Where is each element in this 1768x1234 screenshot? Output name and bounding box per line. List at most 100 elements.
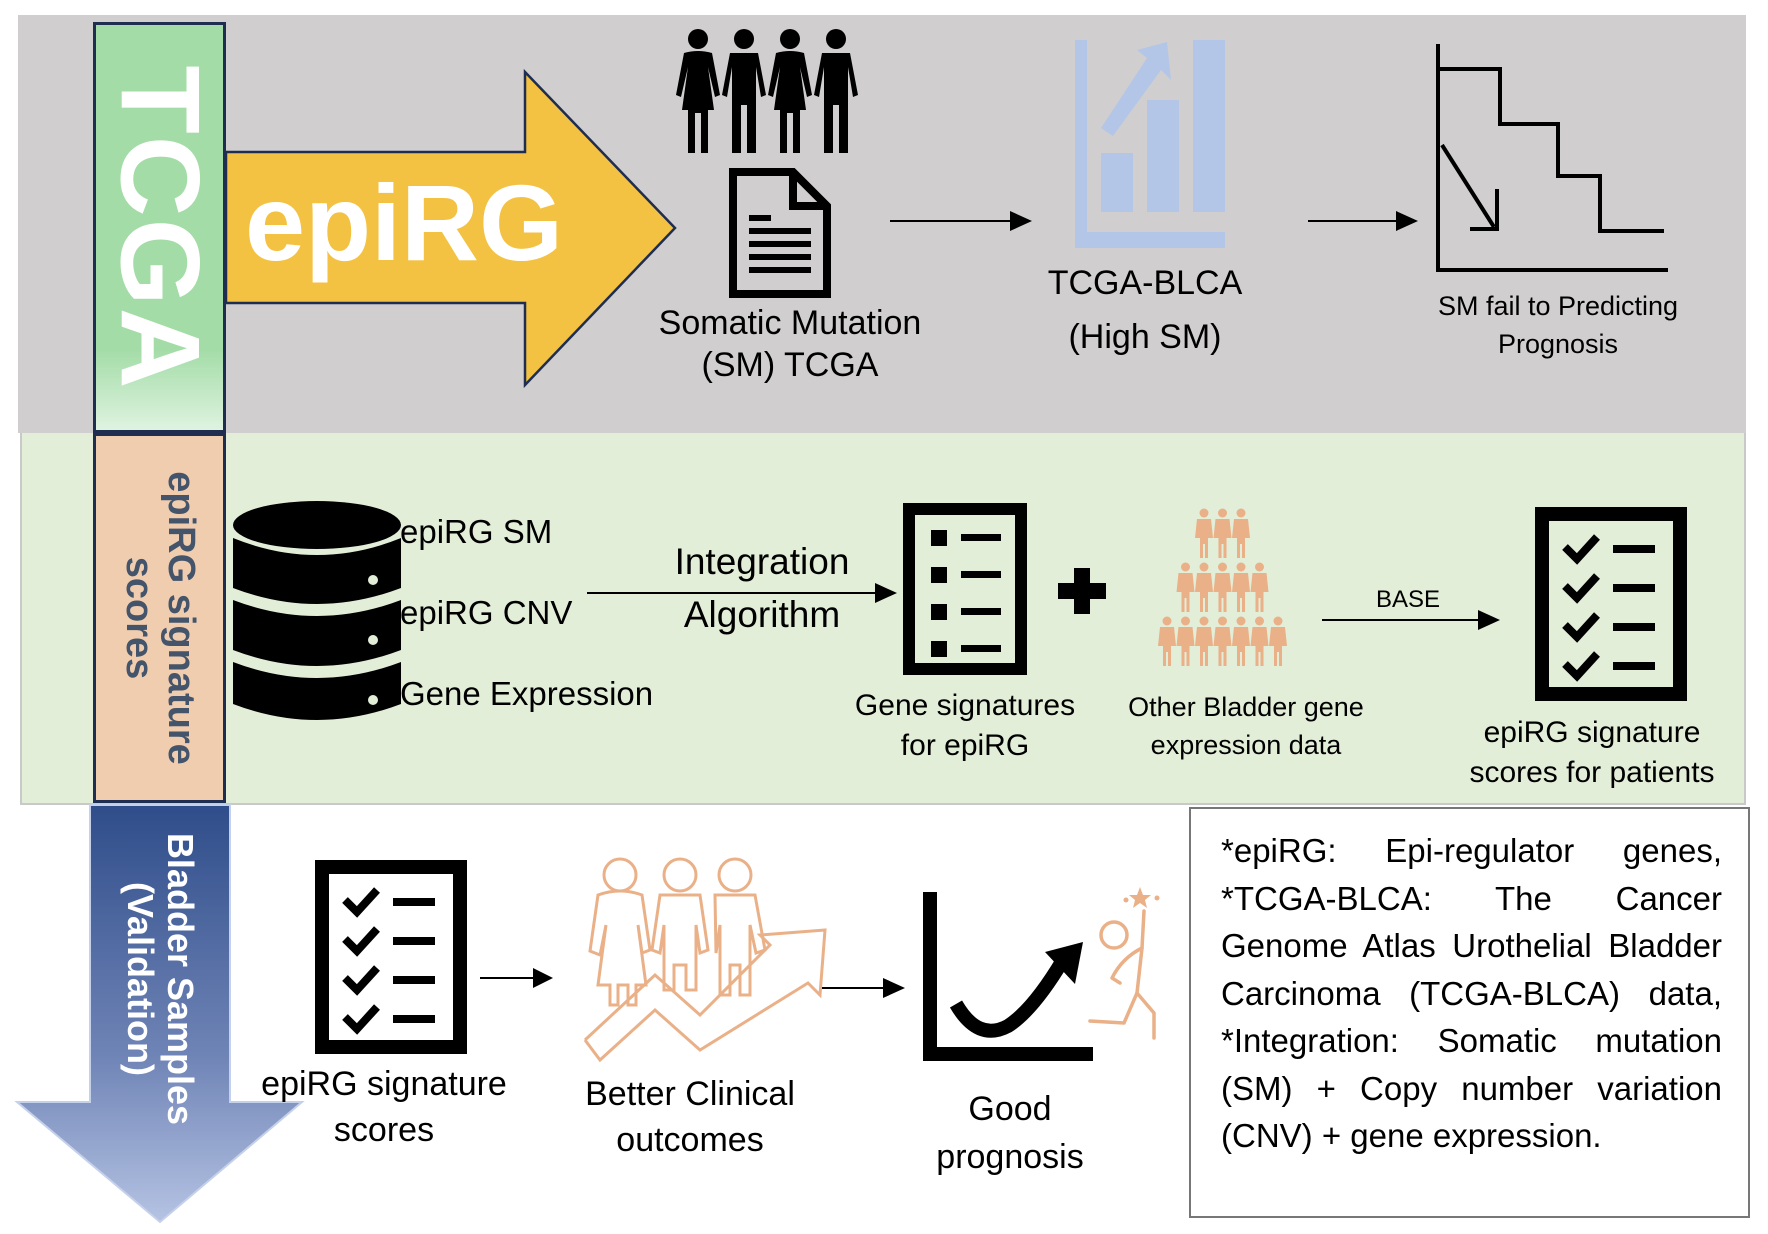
- checklist-line: [1613, 623, 1655, 631]
- tcga-blca-line-2: (High SM): [1068, 318, 1222, 356]
- check-mark-icon: [342, 965, 380, 996]
- survival-curve-icon: [1436, 44, 1668, 272]
- person-icon: [1158, 616, 1176, 666]
- other-bladder-line-2: expression data: [1150, 730, 1342, 760]
- database-item-gene-expression: Gene Expression: [400, 675, 654, 712]
- check-mark-icon: [1562, 612, 1600, 643]
- checklist-frame: [315, 860, 467, 1054]
- better-outcomes-line-2: outcomes: [616, 1121, 764, 1159]
- person-icon: [1213, 508, 1232, 558]
- gene-signatures-line-2: for epiRG: [900, 729, 1030, 762]
- population-pyramid-icon: [1158, 508, 1287, 666]
- arrow-right-icon: [480, 968, 553, 988]
- algorithm-label: Algorithm: [683, 594, 841, 635]
- validation-label-line-2: (Validation): [120, 881, 161, 1076]
- checklist-line: [1613, 662, 1655, 670]
- person-icon: [1195, 562, 1213, 612]
- person-icon: [1213, 616, 1232, 666]
- tcga-label: TCGA: [97, 64, 222, 391]
- check-mark-icon: [1562, 534, 1600, 565]
- person-icon: [1195, 616, 1213, 666]
- person-icon: [1213, 562, 1232, 612]
- person-icon: [1176, 562, 1195, 612]
- people-icon: [676, 29, 858, 153]
- epirg-signature-scores-label: epiRG signature scores: [118, 471, 202, 765]
- better-outcomes-line-1: Better Clinical: [585, 1075, 795, 1113]
- scores-label-line-2: scores: [117, 556, 160, 680]
- other-bladder-label: Other Bladder gene expression data: [1128, 688, 1364, 764]
- validation-label-area: Bladder Samples (Validation): [90, 805, 230, 1125]
- checklist-line: [393, 898, 435, 906]
- rising-people-icon: [583, 857, 827, 1063]
- person-icon: [1195, 508, 1213, 558]
- checklist-line: [1613, 584, 1655, 592]
- checklist-icon: [1535, 507, 1687, 701]
- abbreviations-note-text: *epiRG: Epi-regulator genes, *TCGA-BLCA:…: [1221, 832, 1722, 1154]
- gene-signatures-line-1: Gene signatures: [854, 689, 1076, 722]
- tcga-blca-line-1: TCGA-BLCA: [1047, 264, 1243, 302]
- person-icon: [1250, 616, 1269, 666]
- gene-signature-list-icon: [903, 503, 1027, 675]
- checklist-line: [1613, 545, 1655, 553]
- epirg-signature-scores-box: epiRG signature scores: [93, 433, 226, 803]
- arrow-right-icon: [890, 211, 1032, 231]
- check-mark-icon: [342, 1004, 380, 1035]
- somatic-mutation-line-2: (SM) TCGA: [701, 346, 879, 384]
- patient-scores-line-1: epiRG signature: [1483, 716, 1701, 749]
- epirg-arrow-label: epiRG: [245, 162, 564, 283]
- check-mark-icon: [342, 887, 380, 918]
- scores-label-line-1: epiRG signature: [159, 471, 202, 765]
- checklist-line: [393, 937, 435, 945]
- base-label: BASE: [1375, 586, 1441, 613]
- person-icon: [1232, 562, 1250, 612]
- checklist-line: [393, 976, 435, 984]
- signature-scores-line-2: scores: [333, 1111, 435, 1149]
- other-bladder-line-1: Other Bladder gene: [1128, 692, 1364, 722]
- checklist-frame: [1535, 507, 1687, 701]
- sm-fail-line-2: Prognosis: [1497, 329, 1619, 359]
- person-icon: [1232, 616, 1250, 666]
- check-mark-icon: [342, 926, 380, 957]
- check-mark-icon: [1562, 651, 1600, 682]
- somatic-mutation-label: Somatic Mutation (SM) TCGA: [659, 302, 922, 386]
- validation-label-line-1: Bladder Samples: [160, 832, 201, 1126]
- gene-signatures-label: Gene signatures for epiRG: [855, 686, 1075, 766]
- rising-curve-chart-icon: [923, 892, 1093, 1061]
- sm-fail-label: SM fail to Predicting Prognosis: [1438, 287, 1678, 363]
- patient-scores-line-2: scores for patients: [1469, 756, 1715, 789]
- celebrating-person-icon: [1088, 887, 1160, 1040]
- checklist-icon: [315, 860, 467, 1054]
- somatic-mutation-line-1: Somatic Mutation: [658, 304, 922, 342]
- bar-chart-icon: [1075, 40, 1225, 248]
- integration-arrow: [587, 583, 897, 603]
- check-mark-icon: [1562, 573, 1600, 604]
- person-icon: [1269, 616, 1287, 666]
- good-prognosis-label: Good prognosis: [936, 1088, 1083, 1178]
- plus-icon: [1058, 568, 1106, 614]
- integration-label: Integration: [674, 541, 850, 582]
- better-outcomes-label: Better Clinical outcomes: [585, 1073, 795, 1161]
- tcga-box: TCGA: [93, 22, 226, 433]
- document-icon: [729, 168, 831, 298]
- patient-scores-label: epiRG signature scores for patients: [1469, 713, 1714, 793]
- arrow-right-icon: [822, 978, 905, 998]
- signature-scores-line-1: epiRG signature: [261, 1065, 507, 1103]
- sm-fail-line-1: SM fail to Predicting: [1437, 291, 1679, 321]
- tcga-blca-label: TCGA-BLCA (High SM): [1048, 262, 1243, 358]
- base-arrow: [1322, 610, 1500, 630]
- signature-scores-label: epiRG signature scores: [261, 1063, 507, 1151]
- database-item-epirg-sm: epiRG SM: [400, 513, 553, 550]
- person-icon: [1250, 562, 1269, 612]
- arrow-right-icon: [1308, 211, 1418, 231]
- person-icon: [1232, 508, 1250, 558]
- good-prognosis-line-1: Good: [968, 1090, 1052, 1128]
- abbreviations-note-box: *epiRG: Epi-regulator genes, *TCGA-BLCA:…: [1189, 807, 1750, 1218]
- database-icon: [233, 501, 401, 720]
- validation-label: Bladder Samples (Validation): [120, 832, 201, 1126]
- checklist-line: [393, 1015, 435, 1023]
- good-prognosis-line-2: prognosis: [936, 1138, 1084, 1176]
- database-item-epirg-cnv: epiRG CNV: [400, 594, 573, 631]
- person-icon: [1176, 616, 1195, 666]
